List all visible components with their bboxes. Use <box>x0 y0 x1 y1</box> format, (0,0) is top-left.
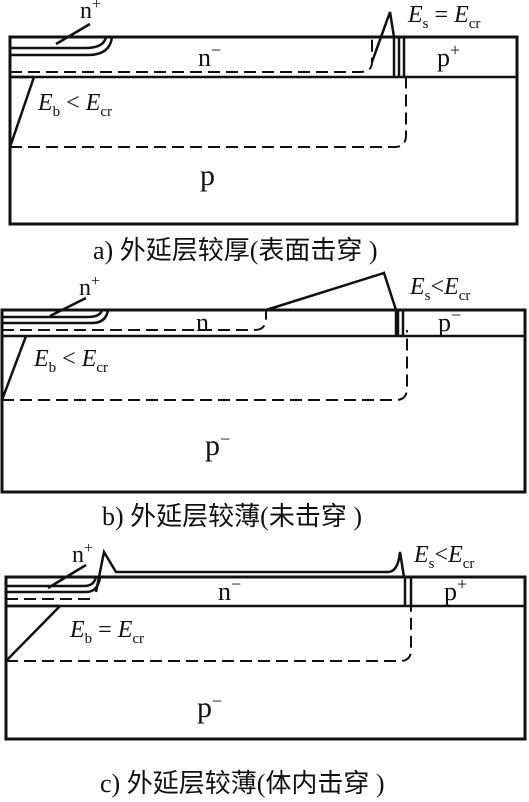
surface-depletion-edge <box>2 310 267 331</box>
substrate-box <box>4 575 527 741</box>
surface-depletion-edge <box>10 37 373 73</box>
panel-a: n+ n− p+ p Es = Ecr Eb < Ecr a) 外延层较厚(表面… <box>8 0 519 265</box>
n-plus-pointer <box>55 22 91 46</box>
n-plus-pointer <box>49 296 87 318</box>
isolation-label: p+ <box>444 574 467 606</box>
body-depletion-edge <box>6 599 412 662</box>
surface-field-profile <box>370 11 396 77</box>
body-depletion-edge <box>10 72 407 148</box>
caption-c: c) 外延层较薄(体内击穿 ) <box>100 769 385 798</box>
surface-field-profile <box>265 271 398 336</box>
isolation-label: p+ <box>437 40 460 72</box>
n-plus-region-inner <box>2 309 104 319</box>
body-field-profile <box>8 76 36 148</box>
surface-field-label: Es<Ecr <box>413 542 474 572</box>
n-plus-region <box>2 309 110 325</box>
surface-field-profile <box>94 548 406 593</box>
surface-field-label: Es<Ecr <box>409 274 470 304</box>
substrate-label: p− <box>197 691 222 724</box>
body-field-label: Eb < Ecr <box>37 90 112 120</box>
epi-label: n <box>196 308 209 337</box>
n-plus-region-inner <box>10 36 108 50</box>
panel-b: n+ n p− p− Es<Ecr Eb < Ecr b) 外延层较薄(未击穿 … <box>0 271 527 531</box>
body-field-profile <box>0 335 28 401</box>
body-field-profile <box>5 605 61 662</box>
n-plus-region <box>10 36 114 57</box>
isolation-label: p− <box>438 305 461 337</box>
caption-a: a) 外延层较厚(表面击穿 ) <box>93 236 378 265</box>
n-plus-pointer <box>47 563 87 590</box>
substrate-box <box>8 35 519 226</box>
n-plus-label: n+ <box>80 0 101 24</box>
epi-label: n− <box>218 574 241 606</box>
body-field-label: Eb < Ecr <box>33 346 108 376</box>
caption-b: b) 外延层较薄(未击穿 ) <box>102 502 362 531</box>
epi-label: n− <box>198 40 221 72</box>
surface-field-label: Es = Ecr <box>407 2 480 32</box>
body-depletion-edge <box>2 330 408 401</box>
n-plus-region-inner <box>6 576 98 588</box>
panel-c: n+ n− p+ p− Es<Ecr Eb = Ecr c) 外延层较薄(体内击… <box>4 540 527 798</box>
substrate-label: p− <box>205 429 230 462</box>
body-field-label: Eb = Ecr <box>69 617 144 647</box>
substrate-label: p <box>200 159 215 192</box>
n-plus-label: n+ <box>79 273 100 301</box>
n-plus-label: n+ <box>72 540 93 568</box>
